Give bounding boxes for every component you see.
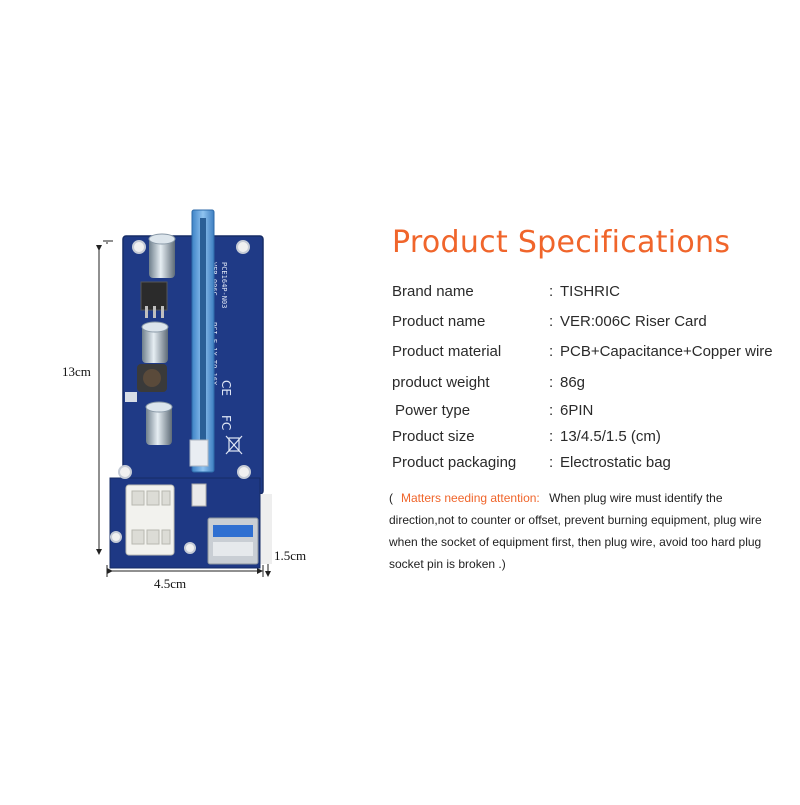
spec-value: 6PIN [560, 402, 594, 419]
spec-separator: : [549, 283, 554, 300]
pcie-x16-slot [189, 209, 215, 473]
spec-row-material: Product material : PCB+Capacitance+Coppe… [0, 343, 800, 367]
fc-mark-icon: FC [219, 415, 233, 430]
specifications-title: Product Specifications [392, 225, 731, 260]
spec-label: product weight [392, 374, 490, 391]
voltage-regulator [140, 281, 168, 318]
spec-label: Product packaging [392, 454, 517, 471]
spec-value: TISHRIC [560, 283, 620, 300]
spec-value: PCB+Capacitance+Copper wire [560, 343, 773, 360]
width-dimension [106, 565, 264, 577]
board-model-text: PCE164P-N03 [220, 262, 228, 308]
spec-separator: : [549, 454, 554, 471]
capacitor-bottom [145, 401, 173, 445]
spec-separator: : [549, 428, 554, 445]
capacitor-top [148, 233, 176, 278]
inductor [137, 364, 167, 392]
smd-chip [125, 392, 137, 402]
spec-value: 86g [560, 374, 586, 391]
spec-row-brand: Brand name : TISHRIC [0, 283, 800, 307]
attention-notice: ( Matters needing attention: When plug wi… [389, 487, 789, 575]
spec-value: VER:006C Riser Card [560, 313, 707, 330]
spec-label: Brand name [392, 283, 474, 300]
notice-open-paren: ( [389, 491, 393, 505]
six-pin-power-connector [125, 484, 175, 556]
attention-label: Matters needing attention: [401, 491, 540, 505]
spec-separator: : [549, 313, 554, 330]
spec-row-packaging: Product packaging : Electrostatic bag [0, 454, 800, 478]
thickness-dimension-label: 1.5cm [274, 548, 307, 563]
spec-label: Power type [395, 402, 471, 419]
spec-row-power-type: Power type : 6PIN [0, 402, 800, 426]
weee-bin-icon [225, 435, 243, 455]
attention-text: When plug wire must identify the directi… [389, 491, 762, 571]
spec-label: Product material [392, 343, 502, 360]
height-dimension-label: 13cm [62, 364, 91, 379]
spec-row-size: Product size : 13/4.5/1.5 (cm) [0, 428, 800, 452]
spec-separator: : [549, 343, 554, 360]
spec-value: 13/4.5/1.5 (cm) [560, 428, 661, 445]
spec-separator: : [549, 374, 554, 391]
ce-mark-icon: CE [219, 380, 233, 396]
spec-row-weight: product weight : 86g [0, 374, 800, 398]
usb3-port [207, 517, 259, 565]
width-dimension-label: 4.5cm [154, 576, 187, 591]
riser-card-illustration: PCE164P-N03 VER 006C PCI-E 1X TO 16X FC … [96, 209, 272, 577]
spec-label: Product name [392, 313, 486, 330]
small-label-block [191, 483, 207, 507]
spec-separator: : [549, 402, 554, 419]
spec-label: Product size [392, 428, 475, 445]
product-image: PCE164P-N03 VER 006C PCI-E 1X TO 16X FC … [0, 0, 380, 800]
spec-row-product-name: Product name : VER:006C Riser Card [0, 313, 800, 337]
capacitor-middle [141, 321, 169, 363]
spec-value: Electrostatic bag [560, 454, 671, 471]
height-dimension [96, 240, 113, 555]
